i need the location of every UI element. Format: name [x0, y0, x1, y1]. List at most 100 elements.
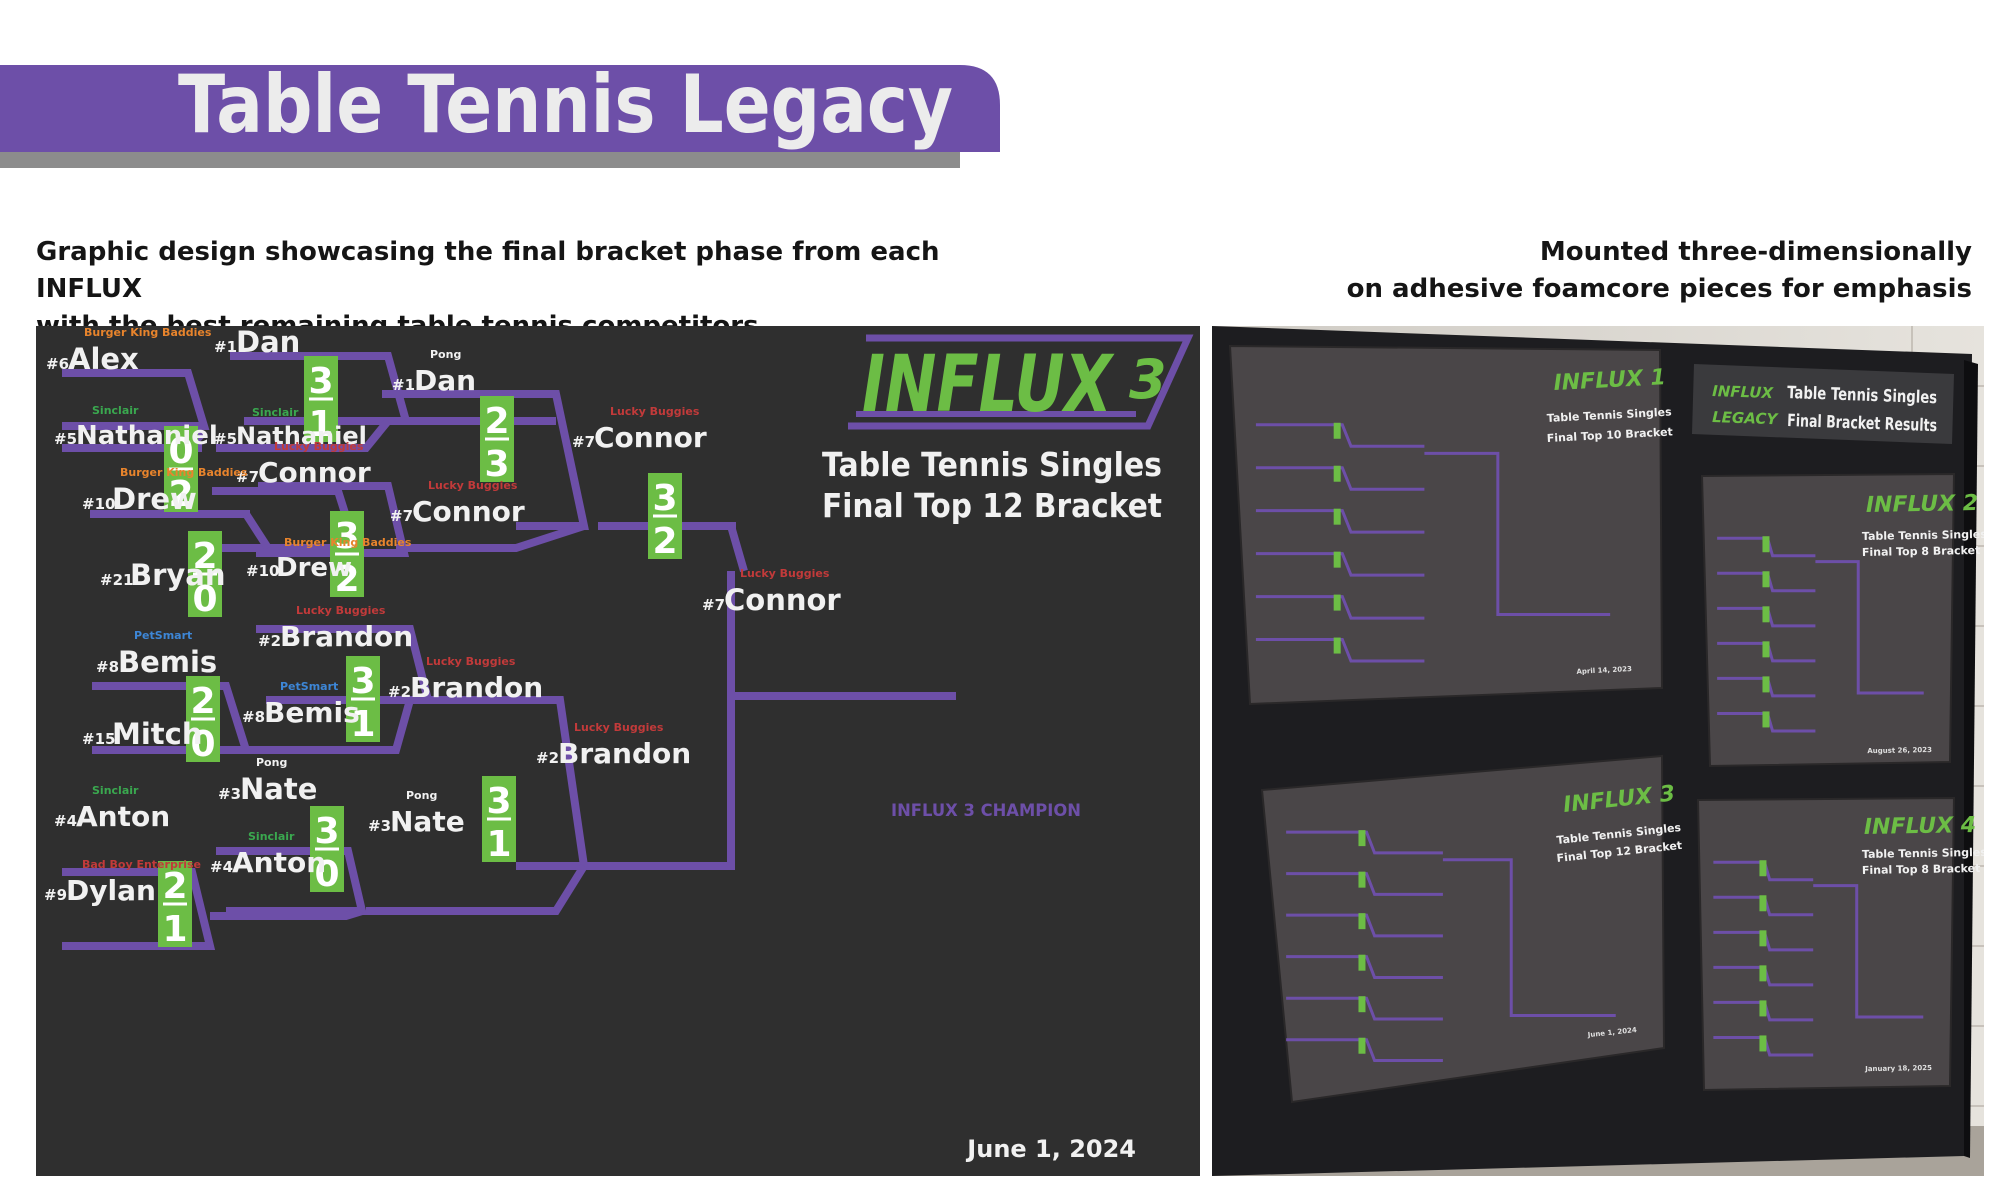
player-seed: #8 — [242, 708, 265, 726]
logo-word: INFLUX — [862, 340, 1115, 430]
photo-board-date: January 18, 2025 — [1864, 1064, 1932, 1073]
caption-left-post: from each INFLUX — [36, 237, 940, 304]
score-top: 3 — [334, 516, 359, 557]
player-team: Lucky Buggies — [274, 440, 364, 453]
player-name: Brandon — [280, 620, 413, 653]
player-name: Dylan — [66, 874, 156, 907]
photo-bracket-line — [1286, 830, 1443, 855]
photo-score-box — [1762, 676, 1770, 693]
photo-score-box — [1333, 637, 1341, 654]
score-top: 2 — [484, 401, 509, 442]
player-seed: #5 — [54, 430, 77, 448]
photo-bracket-line — [1713, 895, 1814, 917]
banner-title: Table Tennis Legacy — [178, 58, 953, 151]
player-name: Nate — [240, 772, 317, 806]
photo-board-surface — [1696, 796, 1956, 1092]
photo-score-box — [1759, 1035, 1767, 1052]
score-bottom: 2 — [334, 559, 359, 600]
photo-bracket-line — [1255, 423, 1425, 448]
player-name: Nathaniel — [236, 422, 367, 450]
score-box-m-drew-bryan: 20 — [188, 531, 222, 620]
photo-board-title2: Final Top 8 Bracket — [1862, 862, 1981, 877]
score-box-m-dan-nathaniel: 31 — [304, 356, 338, 445]
player-name: Alex — [68, 342, 139, 376]
photo-score-box — [1358, 913, 1366, 930]
player-name: Bemis — [264, 696, 360, 729]
player-seed: #2 — [258, 632, 281, 650]
logo-frame — [848, 334, 1194, 430]
bracket-title-line1: Table Tennis Singles — [822, 445, 1162, 484]
score-box-m-brandon-bemis: 31 — [346, 656, 380, 745]
photo-score-box — [1358, 871, 1366, 888]
score-bottom: 0 — [192, 579, 217, 620]
bracket-lines — [62, 352, 956, 950]
photo-score-box — [1333, 551, 1341, 568]
player-seed: #10 — [246, 562, 279, 580]
photo-score-box — [1762, 641, 1770, 658]
player-seed: #7 — [236, 468, 259, 486]
photo-bracket-line — [1713, 1035, 1814, 1057]
player-name: Connor — [724, 583, 841, 617]
player-team: Lucky Buggies — [428, 479, 518, 492]
score-top: 3 — [652, 478, 677, 519]
score-top: 3 — [314, 811, 339, 852]
player-seed: #1 — [392, 376, 415, 394]
player-team: PetSmart — [134, 629, 192, 642]
player-team: Lucky Buggies — [296, 604, 386, 617]
player-team: Bad Boy Enterprise — [82, 858, 201, 871]
photo-board-title2: Final Top 8 Bracket — [1862, 544, 1981, 559]
title-banner: Table Tennis Legacy — [0, 58, 1000, 168]
photo-bracket-line — [1717, 641, 1816, 663]
score-top: 2 — [190, 681, 215, 722]
player-team: Sinclair — [248, 830, 295, 843]
bracket-line — [396, 522, 586, 552]
player-team: Sinclair — [252, 406, 299, 419]
photo-score-box — [1759, 965, 1767, 982]
photo-bracket-line — [1255, 638, 1425, 663]
champion-label: INFLUX 3 CHAMPION — [891, 801, 1081, 821]
player-team: Burger King Baddies — [84, 326, 212, 339]
player-name: Nate — [390, 805, 465, 838]
player-seed: #8 — [96, 658, 119, 676]
photo-bracket-line — [1713, 860, 1814, 882]
logo-number: 3 — [1129, 348, 1167, 411]
photo-bracket-line — [1813, 884, 1924, 1019]
player-team: Lucky Buggies — [610, 405, 700, 418]
photo-score-box — [1358, 954, 1366, 971]
score-bottom: 1 — [308, 404, 333, 445]
score-bottom: 0 — [314, 854, 339, 895]
score-top: 2 — [162, 866, 187, 907]
photo-bracket-line — [1713, 965, 1814, 987]
score-box-m-final: 32 — [648, 473, 682, 562]
score-bottom: 2 — [168, 474, 193, 515]
photo-bracket-line — [1255, 595, 1425, 620]
photo-bracket-line — [1717, 606, 1816, 628]
caption-left-pre: Graphic design showcasing the — [36, 237, 503, 267]
bracket-line — [216, 418, 392, 452]
bracket-line — [216, 847, 368, 915]
score-bottom: 3 — [484, 444, 509, 485]
bracket-line — [62, 868, 216, 950]
photo-bracket-line — [1717, 676, 1816, 698]
photo-bracket-line — [1255, 552, 1425, 577]
player-seed: #5 — [214, 430, 237, 448]
photo-score-box — [1333, 422, 1341, 439]
header-sign: INFLUX LEGACY Table Tennis Singles Final… — [1692, 364, 1954, 444]
player-team: Burger King Baddies — [284, 536, 412, 549]
